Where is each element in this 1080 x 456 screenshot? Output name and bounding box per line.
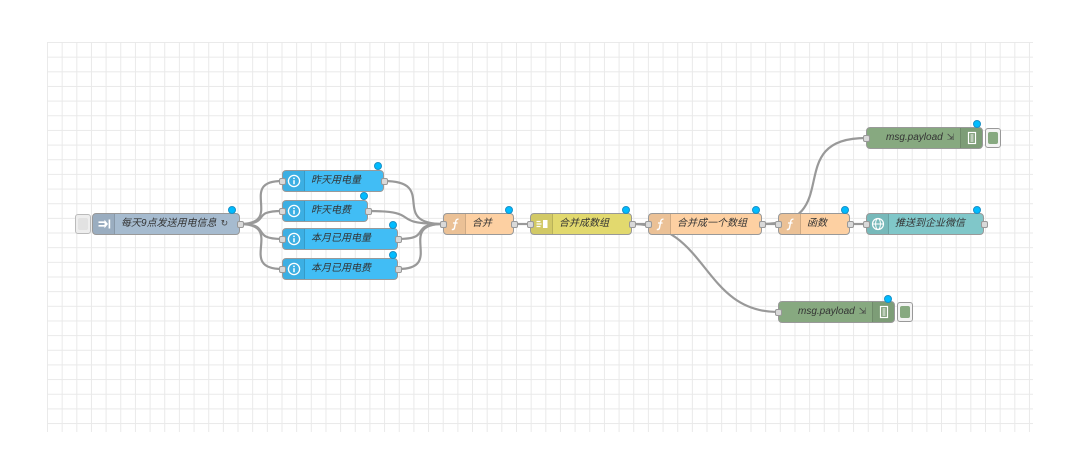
current-state-node-month-cost[interactable]: 本月已用电费 bbox=[282, 258, 398, 280]
console-output-indicator: ⇲ bbox=[946, 133, 955, 143]
input-port[interactable] bbox=[526, 220, 534, 228]
input-port[interactable] bbox=[774, 308, 782, 316]
output-port[interactable] bbox=[394, 265, 402, 273]
changed-indicator bbox=[228, 206, 236, 214]
output-port[interactable] bbox=[758, 220, 766, 228]
changed-indicator bbox=[360, 192, 368, 200]
changed-indicator bbox=[841, 206, 849, 214]
output-port[interactable] bbox=[980, 220, 988, 228]
debug-toggle-button[interactable] bbox=[985, 128, 1001, 148]
info-icon bbox=[283, 201, 305, 221]
node-label: 本月已用电费 bbox=[311, 263, 371, 274]
changed-indicator bbox=[973, 120, 981, 128]
node-label: 合并 bbox=[472, 218, 492, 229]
console-output-indicator: ⇲ bbox=[858, 307, 867, 317]
node-label-group: msg.payload⇲ bbox=[886, 128, 954, 148]
debug-toggle-face bbox=[900, 306, 910, 318]
debug-toggle-face bbox=[988, 132, 998, 144]
function-node-merge-array[interactable]: 合并成一个数组 bbox=[648, 213, 762, 235]
changed-indicator bbox=[884, 295, 892, 303]
input-port[interactable] bbox=[862, 134, 870, 142]
inject-button-face bbox=[78, 218, 88, 230]
debug-list-icon bbox=[960, 128, 982, 148]
node-label: 本月已用电量 bbox=[311, 233, 371, 244]
input-port[interactable] bbox=[439, 220, 447, 228]
output-port[interactable] bbox=[364, 207, 372, 215]
changed-indicator bbox=[374, 162, 382, 170]
current-state-node-yesterday-cost[interactable]: 昨天电费 bbox=[282, 200, 368, 222]
input-port[interactable] bbox=[774, 220, 782, 228]
changed-indicator bbox=[622, 206, 630, 214]
changed-indicator bbox=[752, 206, 760, 214]
function-icon bbox=[444, 214, 466, 234]
info-icon bbox=[283, 259, 305, 279]
node-label: msg.payload bbox=[886, 132, 943, 143]
push-wechat-node[interactable]: 推送到企业微信 bbox=[866, 213, 984, 235]
join-icon bbox=[531, 214, 553, 234]
input-port[interactable] bbox=[278, 207, 286, 215]
function-icon bbox=[779, 214, 801, 234]
node-label: msg.payload bbox=[798, 306, 855, 317]
info-icon bbox=[283, 229, 305, 249]
output-port[interactable] bbox=[628, 220, 636, 228]
node-label: 昨天用电量 bbox=[311, 175, 361, 186]
current-state-node-yesterday-energy[interactable]: 昨天用电量 bbox=[282, 170, 384, 192]
node-label: 推送到企业微信 bbox=[895, 218, 965, 229]
inject-arrow-icon bbox=[93, 214, 115, 234]
node-label-group: msg.payload⇲ bbox=[798, 302, 866, 322]
node-label: 昨天电费 bbox=[311, 205, 351, 216]
function-icon bbox=[649, 214, 671, 234]
current-state-node-month-energy[interactable]: 本月已用电量 bbox=[282, 228, 398, 250]
join-node[interactable]: 合并成数组 bbox=[530, 213, 632, 235]
function-node-merge[interactable]: 合并 bbox=[443, 213, 514, 235]
output-port[interactable] bbox=[394, 235, 402, 243]
changed-indicator bbox=[389, 251, 397, 259]
debug-node-top[interactable]: msg.payload⇲ bbox=[866, 127, 983, 149]
debug-list-icon bbox=[872, 302, 894, 322]
output-port[interactable] bbox=[380, 177, 388, 185]
output-port[interactable] bbox=[846, 220, 854, 228]
node-label-group: 每天9点发送用电信息↻ bbox=[121, 214, 228, 234]
output-port[interactable] bbox=[236, 220, 244, 228]
debug-toggle-button[interactable] bbox=[897, 302, 913, 322]
changed-indicator bbox=[505, 206, 513, 214]
node-label: 合并成一个数组 bbox=[677, 218, 747, 229]
globe-icon bbox=[867, 214, 889, 234]
inject-trigger-button[interactable] bbox=[75, 214, 91, 234]
input-port[interactable] bbox=[862, 220, 870, 228]
function-node[interactable]: 函数 bbox=[778, 213, 850, 235]
input-port[interactable] bbox=[278, 265, 286, 273]
changed-indicator bbox=[389, 221, 397, 229]
changed-indicator bbox=[973, 206, 981, 214]
debug-node-bottom[interactable]: msg.payload⇲ bbox=[778, 301, 895, 323]
input-port[interactable] bbox=[278, 177, 286, 185]
input-port[interactable] bbox=[644, 220, 652, 228]
flow-canvas-grid[interactable] bbox=[47, 42, 1033, 432]
input-port[interactable] bbox=[278, 235, 286, 243]
inject-node[interactable]: 每天9点发送用电信息↻ bbox=[92, 213, 240, 235]
node-label: 合并成数组 bbox=[559, 218, 609, 229]
repeat-indicator: ↻ bbox=[220, 219, 229, 229]
output-port[interactable] bbox=[510, 220, 518, 228]
info-icon bbox=[283, 171, 305, 191]
node-label: 函数 bbox=[807, 218, 827, 229]
node-label: 每天9点发送用电信息 bbox=[121, 218, 217, 229]
